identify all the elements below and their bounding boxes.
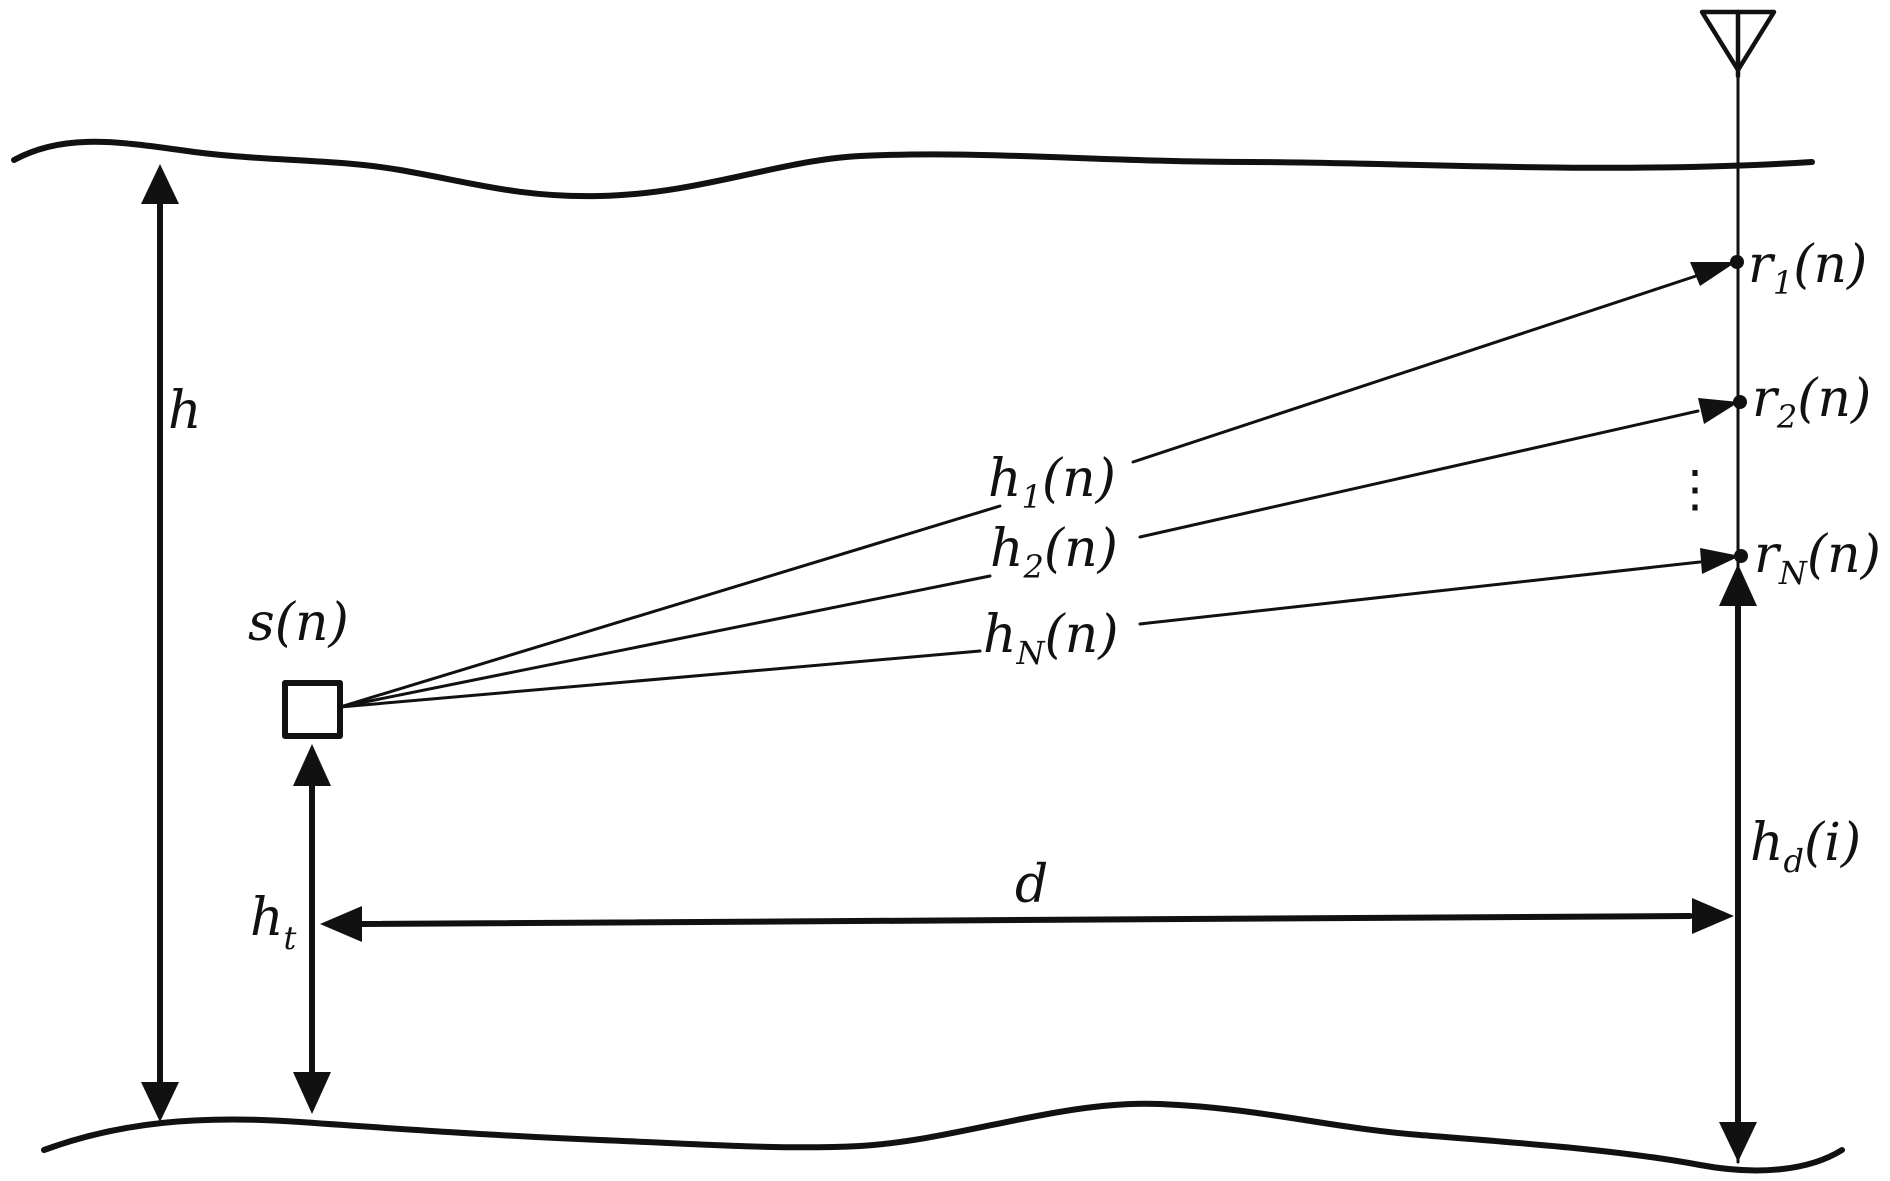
source-label: s(n) [248,593,349,653]
channel-path-1 [338,262,1736,709]
receiver-dot-2 [1733,395,1747,409]
receiver-dot-n [1734,549,1748,563]
receiver-label-n: rN(n) [1754,525,1881,592]
receiver-label-2: r2(n) [1752,369,1871,436]
transmitter-height-label: ht [250,888,297,957]
channel-label-n: hN(n) [983,605,1119,672]
channel-path-n [338,548,1740,709]
receiver-label-1: r1(n) [1748,235,1867,302]
channel-path-2 [338,398,1739,709]
transmitter-height-arrow [293,744,331,1114]
channel-label-2: h2(n) [990,519,1118,586]
channel-label-1: h1(n) [988,449,1116,516]
vertical-dots: ⋮ [1670,460,1720,518]
square-source-icon [282,680,343,739]
depth-label: h [168,381,202,441]
antenna-icon [1699,9,1777,79]
receiver-height-label: hd(i) [1750,813,1861,880]
receiver-dot-1 [1730,255,1744,269]
receiver-height-arrow [1719,564,1757,1162]
distance-arrow [320,898,1734,942]
sea-surface [11,138,1815,200]
distance-label: d [1015,855,1048,915]
seabed [41,1100,1845,1174]
depth-arrow [141,164,179,1122]
